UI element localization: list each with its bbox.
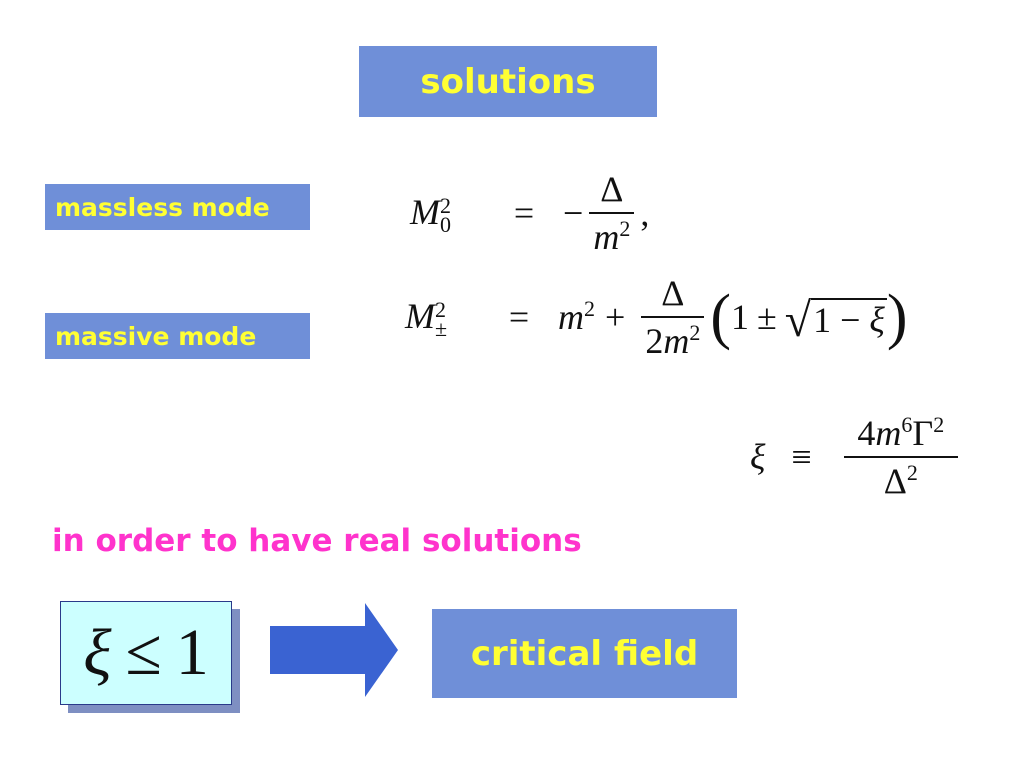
radical-sign: √	[784, 294, 812, 347]
massive-mode-text: massive mode	[55, 321, 257, 351]
equation-mpm-plus: +	[605, 297, 626, 337]
condition-box: ξ ≤ 1	[60, 601, 232, 705]
condition-xi: ξ	[83, 616, 112, 689]
equation-m0-relation: =	[513, 193, 535, 233]
equation-mpm-fraction: Δ 2m2	[641, 272, 705, 362]
equation-xi-lhs: ξ	[750, 437, 766, 477]
condition-relation: ≤	[125, 616, 162, 689]
radical-body: 1 − ξ	[811, 297, 887, 340]
equation-mpm-sqrt: √ 1 − ξ	[785, 293, 887, 345]
right-arrow-icon	[270, 603, 398, 697]
page-title: solutions	[420, 61, 596, 102]
equation-m0-fraction: Δ m2	[589, 168, 635, 258]
condition-text: in order to have real solutions	[52, 523, 582, 559]
critical-field-text: critical field	[470, 633, 699, 674]
equation-mpm-relation: =	[508, 297, 530, 337]
equation-xi-fraction: 4m6Γ2 Δ2	[843, 412, 958, 502]
equation-mpm-m-term: m2	[558, 296, 595, 337]
equation-m0-minus: −	[563, 193, 584, 233]
equation-m0-trail: ,	[640, 193, 650, 233]
condition-value: 1	[175, 616, 209, 689]
equation-mpm-pm: ±	[756, 297, 777, 337]
massless-mode-label: massless mode	[45, 184, 310, 230]
equation-mpm-one: 1	[730, 297, 749, 337]
title-box: solutions	[359, 46, 657, 117]
massless-mode-text: massless mode	[55, 192, 270, 222]
equation-xi-relation: ≡	[791, 437, 812, 477]
massive-mode-label: massive mode	[45, 313, 310, 359]
equation-mpm-open-paren: (	[710, 283, 731, 351]
critical-field-box: critical field	[432, 609, 737, 698]
equation-xi-definition: ξ ≡ 4m6Γ2 Δ2	[750, 412, 964, 502]
equation-mpm-close-paren: )	[886, 283, 908, 351]
